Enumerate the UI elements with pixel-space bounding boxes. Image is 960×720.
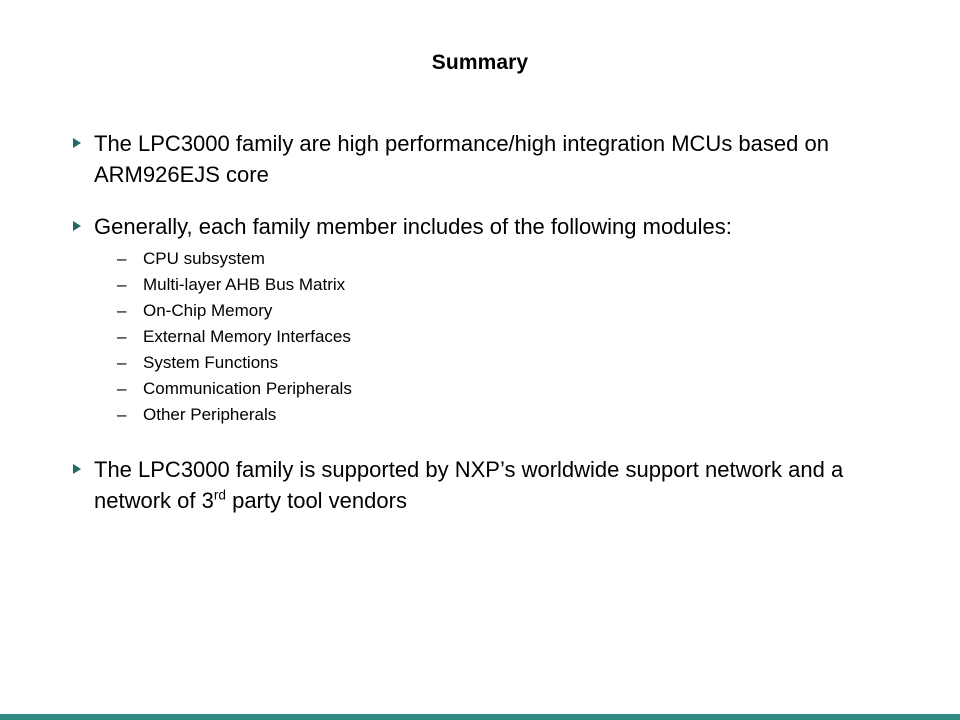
list-item: – CPU subsystem [68, 246, 908, 272]
sub-bullet-label: Multi-layer AHB Bus Matrix [143, 275, 346, 294]
dash-bullet-icon: – [117, 405, 127, 424]
list-item: – Communication Peripherals [68, 376, 908, 402]
list-item: – External Memory Interfaces [68, 324, 908, 350]
bullet-item-1-label: The LPC3000 family are high performance/… [94, 131, 829, 187]
sub-bullet-list: – CPU subsystem – Multi-layer AHB Bus Ma… [68, 246, 908, 428]
bullet-item-2-label: Generally, each family member includes o… [94, 214, 732, 239]
dash-bullet-icon: – [117, 249, 127, 268]
dash-bullet-icon: – [117, 379, 127, 398]
triangle-bullet-icon [73, 464, 81, 474]
bullet-item-2: Generally, each family member includes o… [68, 211, 908, 242]
list-item: – Other Peripherals [68, 402, 908, 428]
dash-bullet-icon: – [117, 327, 127, 346]
dash-bullet-icon: – [117, 353, 127, 372]
bullet-item-3-label-part2: party tool vendors [225, 488, 407, 513]
sub-bullet-label: Other Peripherals [143, 405, 277, 424]
spacer-3 [68, 428, 908, 454]
sub-bullet-label: CPU subsystem [143, 249, 265, 268]
ordinal-suffix: rd [213, 487, 226, 503]
spacer-1 [68, 190, 908, 211]
sub-bullet-label: System Functions [143, 353, 279, 372]
slide-body: The LPC3000 family are high performance/… [68, 128, 908, 516]
sub-bullet-label: On-Chip Memory [143, 301, 273, 320]
triangle-bullet-icon [73, 221, 81, 231]
bottom-accent-bar [0, 714, 960, 720]
bullet-item-3-label-part1: The LPC3000 family is supported by NXP’s… [94, 457, 844, 513]
triangle-bullet-icon [73, 138, 81, 148]
dash-bullet-icon: – [117, 275, 127, 294]
list-item: – Multi-layer AHB Bus Matrix [68, 272, 908, 298]
bullet-item-3: The LPC3000 family is supported by NXP’s… [68, 454, 908, 516]
sub-bullet-label: Communication Peripherals [143, 379, 352, 398]
list-item: – System Functions [68, 350, 908, 376]
bullet-item-1: The LPC3000 family are high performance/… [68, 128, 908, 190]
sub-bullet-label: External Memory Interfaces [143, 327, 351, 346]
dash-bullet-icon: – [117, 301, 127, 320]
list-item: – On-Chip Memory [68, 298, 908, 324]
page-title: Summary [431, 51, 529, 74]
